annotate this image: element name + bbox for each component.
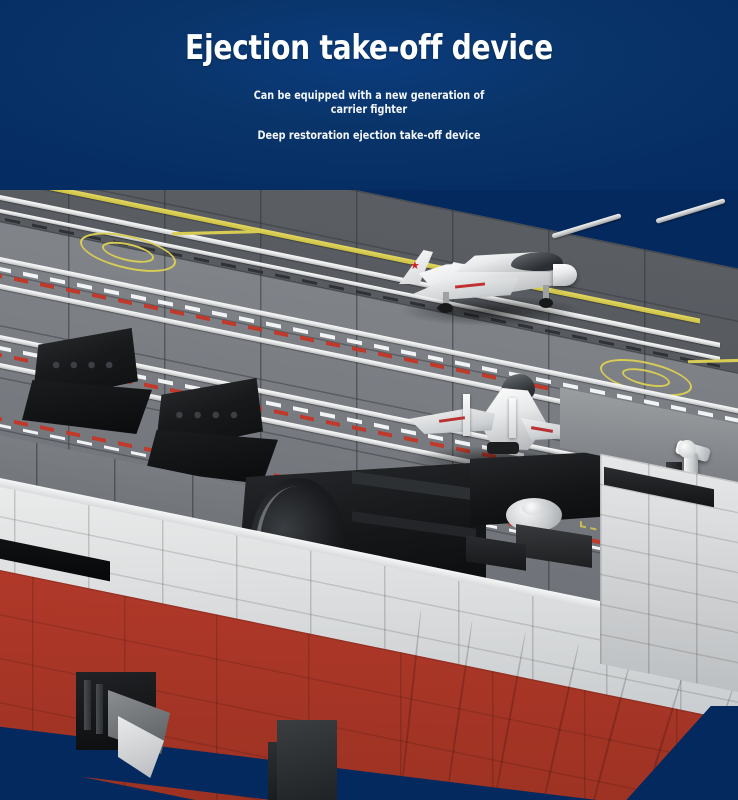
landing-gear-main	[443, 292, 449, 308]
subtitle-secondary: Deep restoration ejection take-off devic…	[257, 128, 481, 142]
red-star-1: ★	[410, 260, 420, 272]
landing-gear-main-wheel	[438, 303, 453, 313]
subtitle-line-2: carrier fighter	[330, 102, 408, 116]
marking-circle-tail-2	[687, 358, 738, 364]
tail-fin-right	[509, 398, 516, 438]
deflector-vent-holes	[47, 351, 117, 380]
hull-left-pipe-1	[84, 680, 91, 730]
crane-winch-drum	[678, 440, 696, 458]
landing-gear-nose	[543, 285, 549, 303]
jet-wing-rear	[413, 278, 519, 300]
subtitle-line-1: Can be equipped with a new generation of	[253, 88, 485, 102]
jet-nose	[553, 264, 577, 286]
subtitle-primary: Can be equipped with a new generation of…	[26, 88, 712, 116]
tail-fin-left	[463, 394, 470, 436]
hull-left-pipe-2	[96, 684, 103, 734]
landing-gear-nose-wheel	[539, 298, 553, 308]
landing-gear	[487, 442, 519, 454]
deck-fitting-stud	[522, 502, 544, 515]
hull-dark-box	[277, 720, 337, 800]
marking-circle-tail	[171, 229, 262, 236]
page-title: Ejection take-off device	[185, 28, 553, 68]
header-banner: Ejection take-off device Can be equipped…	[0, 0, 738, 190]
jet-canopy	[511, 252, 563, 271]
jet-shadow	[401, 296, 581, 326]
deflector-vent-holes	[170, 401, 241, 430]
fighter-jet-rear: ★ ★	[393, 240, 581, 326]
